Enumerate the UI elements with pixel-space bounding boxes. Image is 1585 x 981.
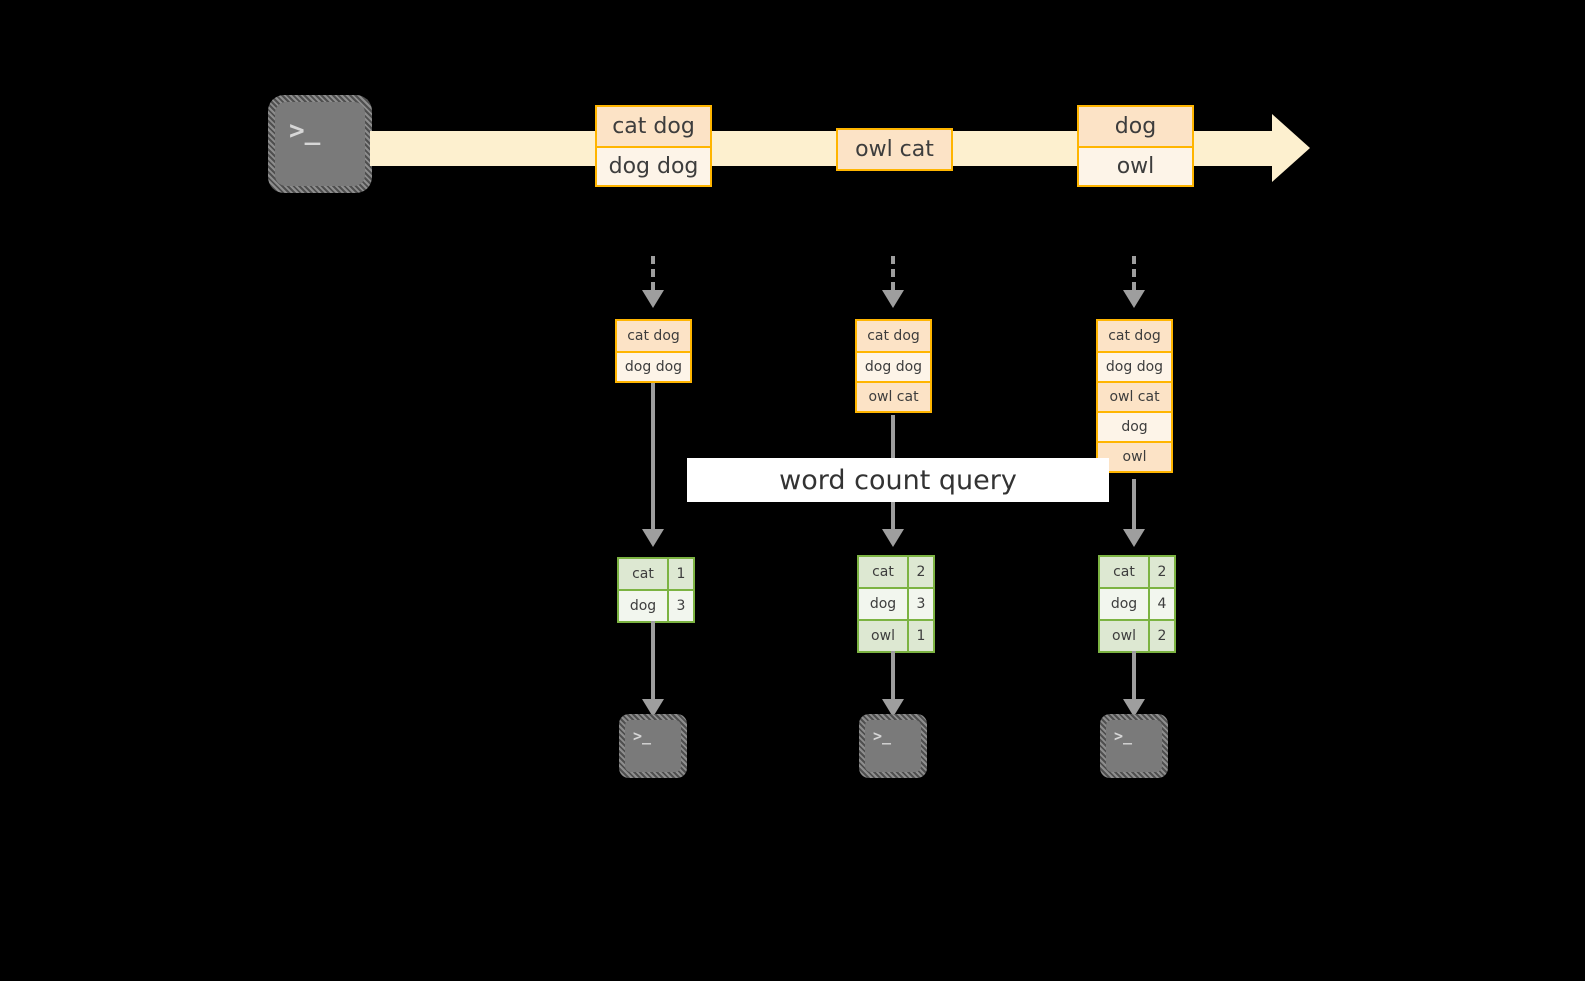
query-line-3: [1132, 479, 1136, 529]
terminal-prompt-glyph: >_: [873, 727, 892, 745]
snapshot-2-result-table: cat 2 dog 3 owl 1: [857, 555, 935, 653]
stream-record: owl: [1079, 146, 1192, 185]
terminal-prompt-glyph: >_: [1114, 727, 1133, 745]
feed-line-2: [891, 256, 895, 290]
snapshot-2-sink-terminal-icon: >_: [859, 714, 927, 778]
table-row: dog 3: [619, 589, 693, 621]
terminal-prompt-glyph: >_: [289, 116, 321, 146]
terminal-screen: >_: [625, 720, 681, 772]
snapshot-3-input-box: cat dog dog dog owl cat dog owl: [1096, 319, 1173, 473]
result-word: cat: [859, 557, 907, 587]
result-word: dog: [619, 591, 667, 621]
table-row: cat 2: [859, 557, 933, 587]
query-line-1: [651, 383, 655, 529]
result-count: 2: [1148, 621, 1174, 651]
sink-arrowhead-2: [882, 699, 904, 717]
snapshot-1-sink-terminal-icon: >_: [619, 714, 687, 778]
result-count: 3: [667, 591, 693, 621]
input-line: owl: [1098, 441, 1171, 471]
result-count: 2: [1148, 557, 1174, 587]
stream-arrow-head: [1272, 114, 1310, 182]
stream-group-3: dog owl: [1077, 105, 1194, 187]
input-line: cat dog: [617, 321, 690, 351]
terminal-screen: >_: [1106, 720, 1162, 772]
input-line: cat dog: [857, 321, 930, 351]
stream-record: cat dog: [597, 107, 710, 146]
result-count: 3: [907, 589, 933, 619]
result-word: owl: [1100, 621, 1148, 651]
feed-arrowhead-2: [882, 290, 904, 308]
query-arrowhead-1: [642, 529, 664, 547]
snapshot-3-sink-terminal-icon: >_: [1100, 714, 1168, 778]
table-row: cat 2: [1100, 557, 1174, 587]
stream-record: dog: [1079, 107, 1192, 146]
terminal-screen: >_: [865, 720, 921, 772]
snapshot-1-input-box: cat dog dog dog: [615, 319, 692, 383]
snapshot-2-input-box: cat dog dog dog owl cat: [855, 319, 932, 413]
sink-line-2: [891, 651, 895, 699]
table-row: dog 3: [859, 587, 933, 619]
feed-arrowhead-1: [642, 290, 664, 308]
sink-line-3: [1132, 651, 1136, 699]
feed-arrowhead-3: [1123, 290, 1145, 308]
input-line: dog dog: [1098, 351, 1171, 381]
input-line: owl cat: [857, 381, 930, 411]
terminal-screen: >_: [275, 102, 365, 186]
query-banner: word count query: [687, 458, 1109, 502]
source-terminal-icon: >_: [268, 95, 372, 193]
snapshot-3-result-table: cat 2 dog 4 owl 2: [1098, 555, 1176, 653]
input-line: dog: [1098, 411, 1171, 441]
table-row: dog 4: [1100, 587, 1174, 619]
result-count: 2: [907, 557, 933, 587]
result-word: cat: [619, 559, 667, 589]
input-line: cat dog: [1098, 321, 1171, 351]
table-row: owl 1: [859, 619, 933, 651]
table-row: cat 1: [619, 559, 693, 589]
result-word: dog: [859, 589, 907, 619]
sink-arrowhead-3: [1123, 699, 1145, 717]
result-count: 1: [667, 559, 693, 589]
feed-line-1: [651, 256, 655, 290]
result-word: owl: [859, 621, 907, 651]
snapshot-1-result-table: cat 1 dog 3: [617, 557, 695, 623]
result-count: 4: [1148, 589, 1174, 619]
result-word: dog: [1100, 589, 1148, 619]
feed-line-3: [1132, 256, 1136, 290]
sink-arrowhead-1: [642, 699, 664, 717]
stream-group-1: cat dog dog dog: [595, 105, 712, 187]
result-count: 1: [907, 621, 933, 651]
stream-record: owl cat: [838, 130, 951, 169]
terminal-prompt-glyph: >_: [633, 727, 652, 745]
sink-line-1: [651, 621, 655, 699]
table-row: owl 2: [1100, 619, 1174, 651]
result-word: cat: [1100, 557, 1148, 587]
input-line: dog dog: [857, 351, 930, 381]
query-arrowhead-3: [1123, 529, 1145, 547]
query-arrowhead-2: [882, 529, 904, 547]
stream-record: dog dog: [597, 146, 710, 185]
input-line: dog dog: [617, 351, 690, 381]
stream-group-2: owl cat: [836, 128, 953, 171]
input-line: owl cat: [1098, 381, 1171, 411]
query-label: word count query: [779, 464, 1017, 496]
